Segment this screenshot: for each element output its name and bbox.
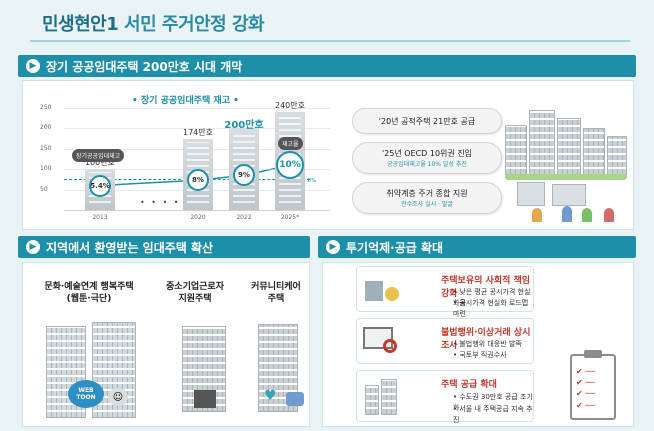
buildings-icon bbox=[363, 377, 403, 417]
pill-subtext: 공공임대재고율 10% 달성 추진 bbox=[387, 161, 467, 168]
gridline bbox=[64, 128, 330, 130]
ellipsis-dots: • • • • bbox=[140, 197, 181, 207]
y-tick-label: 250 bbox=[40, 104, 52, 111]
y-tick-label: 150 bbox=[40, 144, 52, 152]
ratio-circle: 8% bbox=[187, 169, 209, 192]
x-axis-line bbox=[64, 210, 330, 211]
item-bullet: • 수도권 30만호 공급 조기화 bbox=[453, 393, 533, 412]
pill-vulnerable: 취약계층 주거 종합 지원 전수조사 실시 · 발굴 bbox=[352, 182, 502, 214]
pill-subtext: 전수조사 실시 · 발굴 bbox=[401, 201, 453, 208]
item-title: 주택 공급 확대 bbox=[441, 380, 497, 390]
callout-2025: 재고율 bbox=[278, 137, 303, 151]
play-icon: ▶ bbox=[26, 240, 40, 254]
section3-heading-bar: ▶ 투기억제·공급 확대 bbox=[318, 236, 636, 258]
play-icon: ▶ bbox=[326, 240, 340, 254]
ratio-trend-line bbox=[99, 164, 291, 187]
title-underline bbox=[30, 40, 630, 42]
checklist-clipboard-icon: ✔ ──✔ ──✔ ──✔ ── bbox=[560, 350, 630, 426]
sme-building-illustration bbox=[176, 320, 236, 420]
item-supply-expansion: 주택 공급 확대 • 수도권 30만호 공급 조기화 • 서울 내 주택공급 지… bbox=[356, 370, 534, 424]
people-village-illustration bbox=[512, 180, 630, 224]
pill-oecd: '25년 OECD 10위권 진입 공공임대재고율 10% 달성 추진 bbox=[352, 142, 502, 174]
house-icon bbox=[286, 392, 304, 406]
play-icon: ▶ bbox=[26, 59, 40, 73]
x-tick-label: 2013 bbox=[92, 214, 108, 221]
chart-title: • 장기 공공임대주택 재고 • bbox=[132, 96, 239, 106]
section1-heading: 장기 공공임대주택 200만호 시대 개막 bbox=[46, 59, 243, 74]
pill-text: '25년 OECD 10위권 진입 bbox=[381, 149, 473, 158]
house-coins-icon bbox=[363, 273, 403, 305]
item-bullet: • 서울 내 주택공급 지속 추진 bbox=[453, 405, 533, 424]
monitor-magnifier-icon bbox=[363, 325, 403, 359]
gridline bbox=[64, 108, 330, 109]
item-bullet: • 낮은 평균 공시가격 현실화율 bbox=[453, 288, 531, 307]
value-label: 100만호 bbox=[85, 158, 115, 168]
culture-buildings-illustration: WEB TOON ☺ bbox=[42, 322, 142, 422]
item-title: 불법행위·이상거래 상시조사 bbox=[441, 328, 531, 351]
value-label: 200만호 bbox=[224, 120, 264, 132]
apartment-buildings-illustration bbox=[505, 100, 627, 180]
community-building-illustration: ♥ bbox=[252, 320, 308, 420]
x-tick-label: 2022 bbox=[236, 214, 252, 221]
y-tick-label: 50 bbox=[40, 185, 48, 193]
pill-public-housing: '20년 공적주택 21만호 공급 bbox=[352, 108, 502, 134]
y-tick-label: 100 bbox=[40, 165, 52, 173]
ratio-circle: 9% bbox=[233, 164, 255, 187]
factory-icon bbox=[194, 390, 216, 408]
col-culture-title: 문화·예술연계 행복주택(웹툰·극단) bbox=[44, 282, 134, 304]
value-label: 174만호 bbox=[183, 128, 213, 137]
x-tick-label: 2025* bbox=[280, 214, 300, 221]
item-bullet: • 불법행위 대응반 발족 bbox=[453, 340, 522, 348]
ratio-circle: 5.4% bbox=[89, 174, 111, 197]
diamond-icon: • bbox=[132, 96, 138, 106]
pill-text: 취약계층 주거 종합 지원 bbox=[386, 189, 468, 198]
webtoon-badge: WEB TOON bbox=[68, 380, 104, 408]
heart-hand-icon: ♥ bbox=[264, 388, 277, 404]
pill-text: '20년 공적주택 21만호 공급 bbox=[378, 116, 476, 126]
page-title: 민생현안1 서민 주거안정 강화 bbox=[42, 10, 265, 36]
theater-mask-icon: ☺ bbox=[108, 388, 128, 406]
callout-2013: 장기공공임대재고 bbox=[72, 148, 125, 162]
value-label: 240만호 bbox=[275, 101, 305, 111]
section2-heading-bar: ▶ 지역에서 환영받는 임대주택 확산 bbox=[18, 236, 310, 258]
y-tick-label: 200 bbox=[40, 124, 52, 132]
x-tick-label: 2020 bbox=[190, 214, 206, 221]
title-sub: 서민 주거안정 강화 bbox=[124, 14, 265, 35]
item-bullet: • 공시가격 현실화 로드맵 마련 bbox=[453, 299, 529, 318]
item-bullet: • 국토부 직권수사 bbox=[453, 351, 507, 359]
title-main: 민생현안1 bbox=[42, 14, 119, 35]
chart-area: 25020015010050OECD 평균 8%2013100만호2020174… bbox=[40, 100, 340, 225]
item-social-responsibility: 주택보유의 사회적 책임강화 • 낮은 평균 공시가격 현실화율 • 공시가격 … bbox=[356, 266, 534, 318]
section3-heading: 투기억제·공급 확대 bbox=[346, 240, 444, 255]
item-title: 주택보유의 사회적 책임강화 bbox=[441, 276, 531, 299]
section1-heading-bar: ▶ 장기 공공임대주택 200만호 시대 개막 bbox=[18, 55, 636, 77]
item-illegal-activity: 불법행위·이상거래 상시조사 • 불법행위 대응반 발족 • 국토부 직권수사 bbox=[356, 318, 534, 364]
section2-heading: 지역에서 환영받는 임대주택 확산 bbox=[46, 240, 214, 255]
ratio-circle: 10% bbox=[276, 151, 304, 180]
